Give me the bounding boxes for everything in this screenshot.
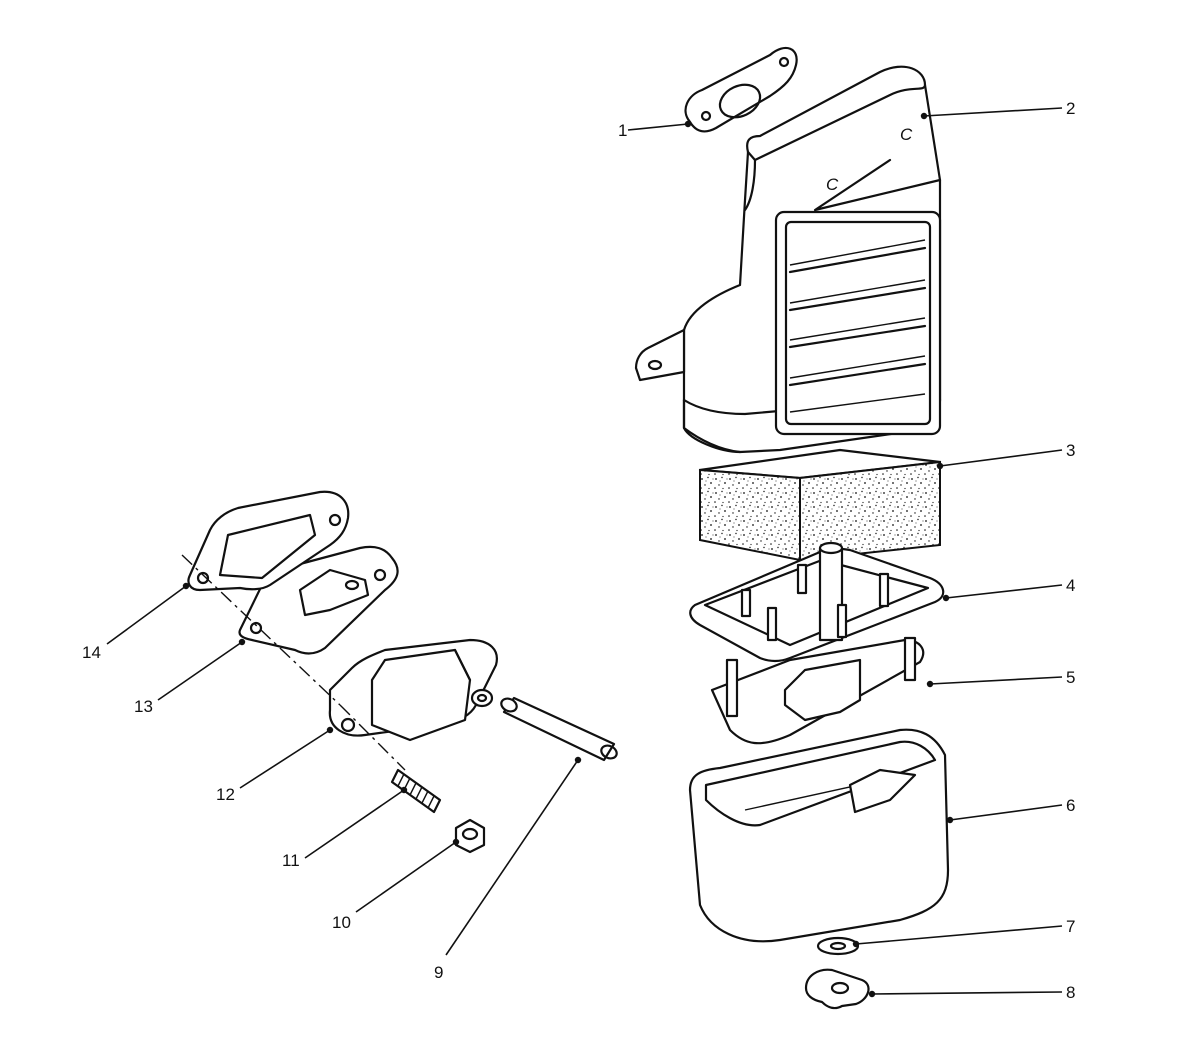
- callout-label-3: 3: [1066, 441, 1075, 460]
- callout-1: 1: [618, 120, 692, 140]
- callout-label-9: 9: [434, 963, 443, 982]
- callout-11: 11: [282, 786, 408, 870]
- part-4-baseplate: [689, 541, 945, 663]
- callout-2: 2: [920, 99, 1075, 120]
- assembly-centerline: [181, 554, 341, 706]
- callout-6: 6: [946, 796, 1075, 824]
- part-5-gasket-plate: [710, 636, 925, 745]
- callout-10: 10: [332, 838, 460, 932]
- callout-8: 8: [868, 983, 1075, 1002]
- part-2-air-cleaner-housing: C C: [634, 65, 942, 454]
- callout-14: 14: [82, 582, 190, 662]
- callout-5: 5: [926, 668, 1075, 688]
- housing-mark-right: C: [900, 125, 913, 144]
- part-14-gasket: [187, 490, 350, 592]
- callout-label-10: 10: [332, 913, 351, 932]
- housing-mark-left: C: [826, 175, 839, 194]
- callout-label-7: 7: [1066, 917, 1075, 936]
- callout-label-14: 14: [82, 643, 101, 662]
- callout-label-1: 1: [618, 121, 627, 140]
- callout-label-6: 6: [1066, 796, 1075, 815]
- part-10-nut: [454, 818, 486, 854]
- part-12-breather-body: [328, 638, 498, 742]
- callout-9: 9: [434, 756, 582, 982]
- callout-3: 3: [936, 441, 1075, 470]
- callout-13: 13: [134, 638, 246, 716]
- part-1-flange-gasket: [684, 46, 798, 133]
- callout-label-13: 13: [134, 697, 153, 716]
- part-6-bowl: [688, 728, 950, 943]
- part-3-foam-element: [698, 448, 942, 562]
- callout-label-2: 2: [1066, 99, 1075, 118]
- part-8-wing-nut: [804, 968, 870, 1010]
- callout-label-4: 4: [1066, 576, 1075, 595]
- callout-label-5: 5: [1066, 668, 1075, 687]
- callout-12: 12: [216, 726, 334, 804]
- part-11-stud: [390, 768, 442, 814]
- callout-4: 4: [942, 576, 1075, 602]
- part-7-washer: [816, 936, 860, 956]
- callout-7: 7: [852, 917, 1075, 948]
- callout-label-8: 8: [1066, 983, 1075, 1002]
- callout-label-12: 12: [216, 785, 235, 804]
- part-9-tube: [500, 696, 618, 762]
- callout-label-11: 11: [282, 851, 300, 870]
